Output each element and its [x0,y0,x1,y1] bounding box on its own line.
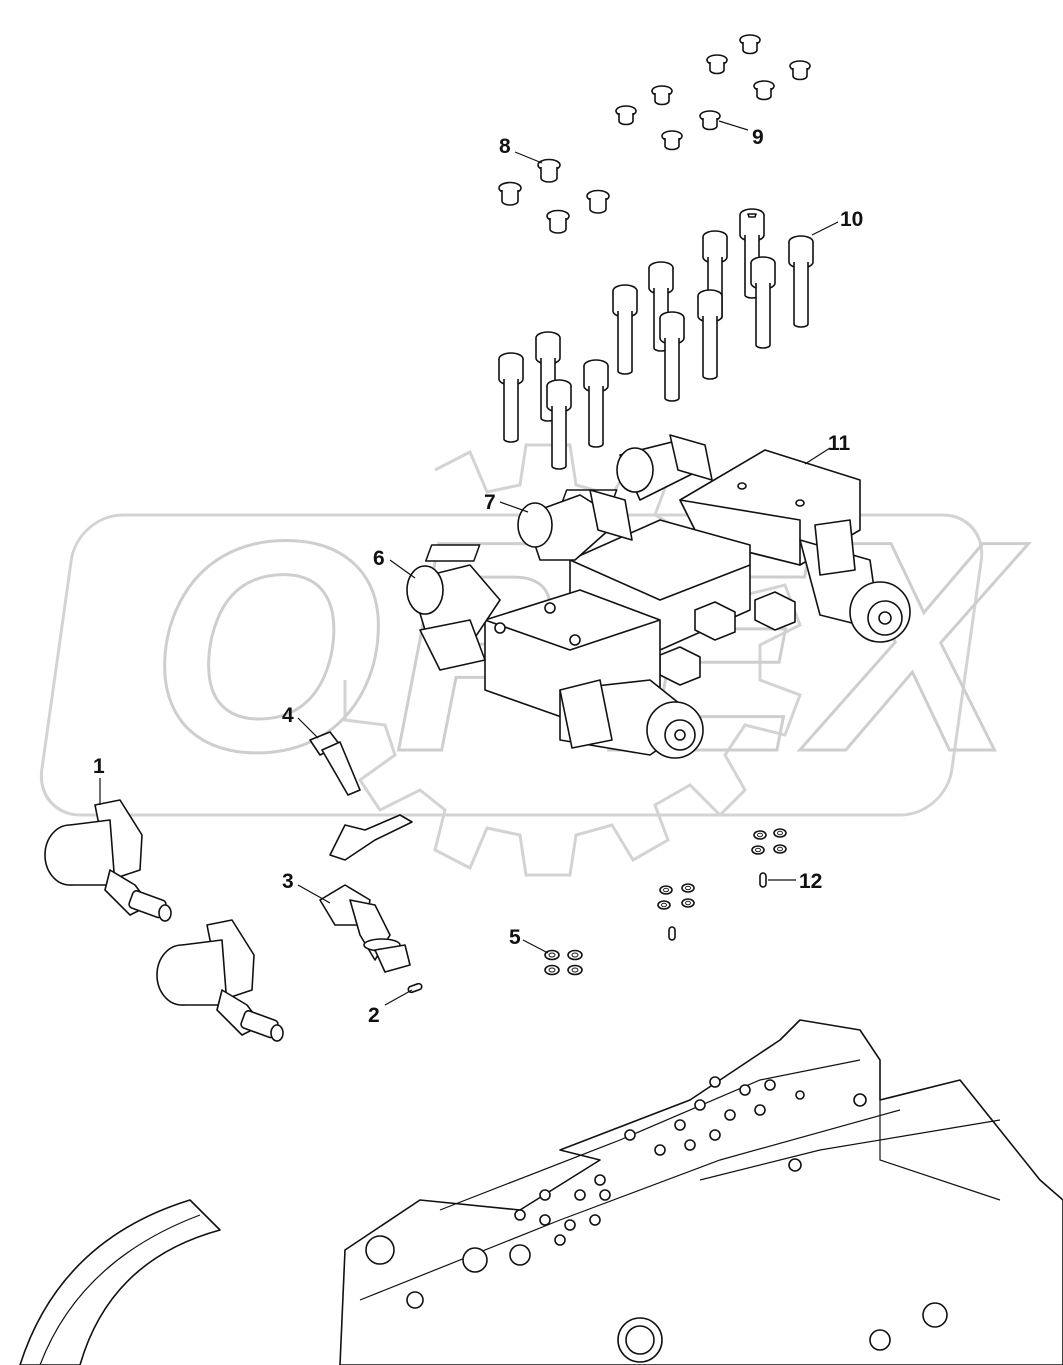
callout-2: 2 [368,1004,380,1027]
leader-2 [384,989,413,1006]
port-holes [365,1076,948,1363]
leader-7 [499,501,529,513]
o-ring-set-5 [544,949,583,976]
callout-6: 6 [373,547,385,570]
clamp-bracket [329,814,413,861]
leader-3 [297,884,331,904]
o-ring-set-middle [657,883,695,941]
callout-1: 1 [93,755,105,778]
o-ring-set-12 [751,828,787,888]
solenoid-cartridge-1 [44,799,284,1042]
callout-5: 5 [509,926,521,949]
transmission-housing [19,1019,1063,1365]
leader-5 [522,939,549,954]
bushing-set-8 [498,158,610,234]
leader-11 [804,447,831,465]
callout-11: 11 [828,432,851,455]
callout-8: 8 [499,135,511,158]
callout-4: 4 [282,704,294,727]
callout-labels: 1 2 3 4 5 6 7 8 9 10 11 12 [93,126,863,1027]
leader-9 [718,120,749,131]
callout-12: 12 [799,870,822,893]
leader-6 [389,559,416,579]
bushing-set-9 [615,34,811,151]
leader-10 [811,221,839,236]
leader-lines [99,120,839,1006]
sensor-elbow-3 [319,884,411,973]
cap-screw-set-10 [498,208,814,470]
callout-7: 7 [484,491,496,514]
callout-10: 10 [840,208,863,231]
valve-block-assembly [406,434,911,759]
callout-3: 3 [282,870,294,893]
callout-9: 9 [752,126,764,149]
leader-8 [514,151,543,164]
leader-4 [297,717,319,739]
